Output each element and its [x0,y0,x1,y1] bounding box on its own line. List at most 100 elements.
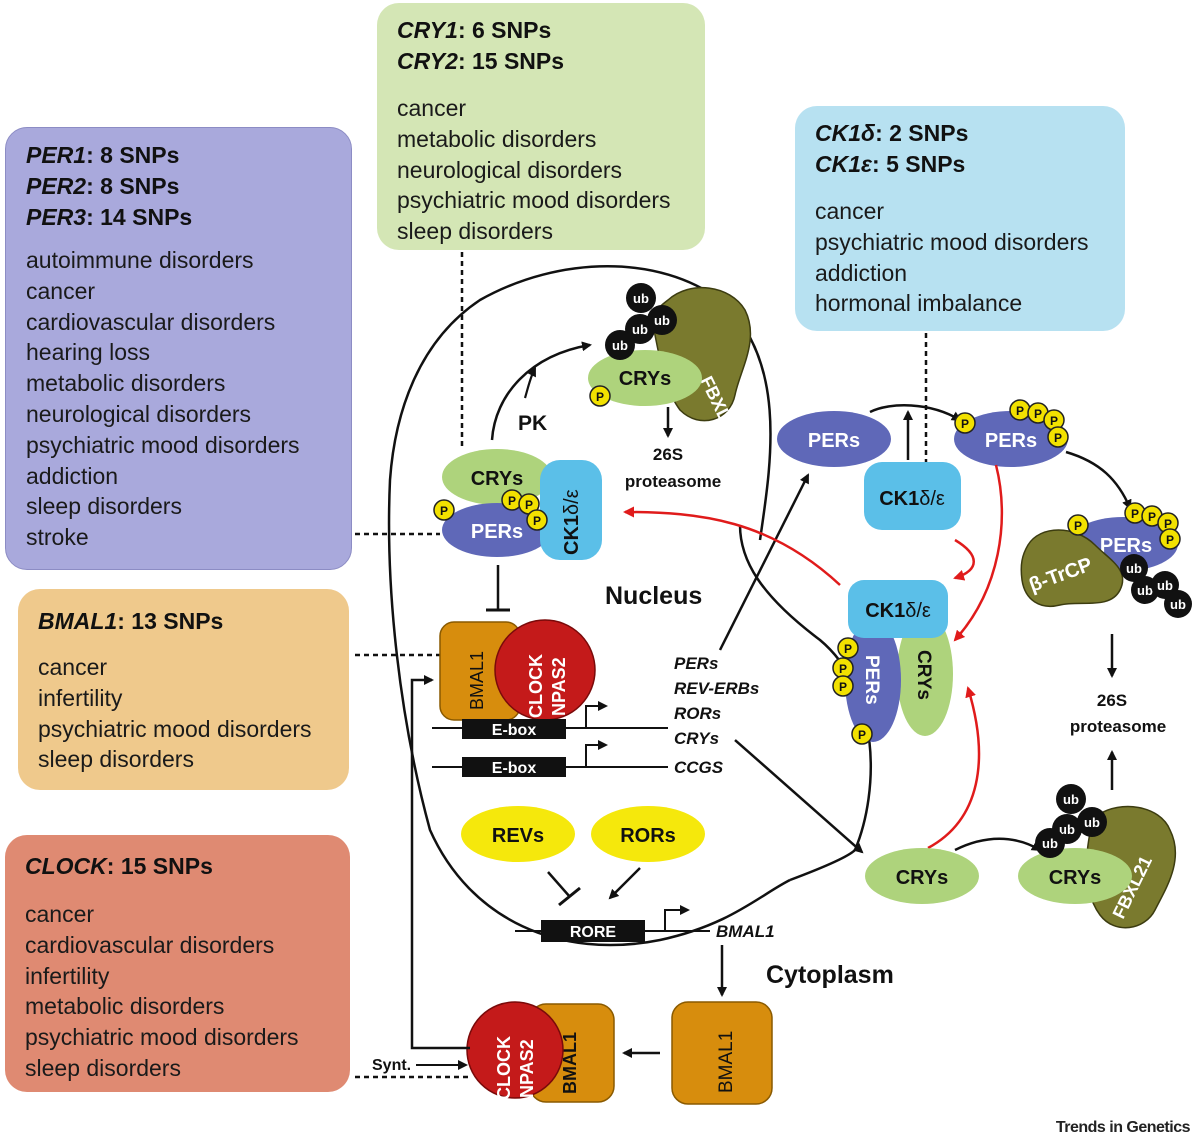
pers-label: PERs [985,430,1037,452]
phospho-label: P [508,494,516,508]
ubiquitin-label: ub [1084,815,1100,830]
target-gene: PERs [674,654,718,673]
disease-item: sleep disorders [25,1054,181,1081]
ck1-genes-box: CK1δ: 2 SNPs CK1ε: 5 SNPs cancer psychia… [795,106,1125,331]
ubiquitin-label: ub [633,291,649,306]
phosphorylation-arrow [869,404,962,422]
phospho-p [589,385,611,407]
ccgs-gene: CCGS [674,758,724,777]
target-genes: PERs REV-ERBs RORs CRYs CCGS [674,654,759,777]
ubiquitin [1164,590,1192,618]
phospho-label: P [961,417,969,431]
phospho-p [1047,426,1069,448]
ck1-protein [540,460,602,560]
phospho-label: P [1050,414,1058,428]
disease-item: addiction [815,259,908,286]
clock-gene-box: CLOCK: 15 SNPs cancer cardiovascular dis… [5,835,350,1092]
ck1-label: CK1δ/ε [879,488,945,510]
ubiquitin-label: ub [1059,822,1075,837]
revs-protein [461,806,575,862]
rore-element [541,920,645,942]
revs-label: REVs [492,825,544,847]
disease-list: cancer cardiovascular disorders infertil… [25,899,350,1084]
ck1-label: CK1δ/ε [561,489,583,555]
ck1-binding-arrow [953,538,975,581]
clock-label: CLOCK [494,1036,514,1100]
disease-item: metabolic disorders [26,370,226,397]
per-genes-box: PER1: 8 SNPs PER2: 8 SNPs PER3: 14 SNPs … [5,127,352,570]
phospho-label: P [1054,431,1062,445]
crys-label: CRYs [896,867,949,889]
disease-item: metabolic disorders [25,993,225,1020]
ck1-protein [848,580,948,638]
transcription-start [585,701,608,728]
red-arrows [623,464,1004,850]
btrcp-recognition-arrow [1065,450,1132,510]
phospho-p [837,637,859,659]
pers-protein [954,411,1068,467]
phospho-label: P [533,514,541,528]
ubiquitin [1035,828,1065,858]
disease-item: sleep disorders [38,746,194,773]
crys-label: CRYs [1049,867,1102,889]
crys-protein [442,449,552,505]
disease-item: psychiatric mood disorders [38,715,312,742]
phospho-cluster: P P P P P [954,399,1069,448]
rors-activation [608,867,641,900]
npas2-label: NPAS2 [517,1039,537,1098]
phospho-label: P [440,504,448,518]
clock-protein [466,1001,564,1099]
snp-line: PER2: 8 SNPs [26,173,180,199]
disease-list: cancer infertility psychiatric mood diso… [38,652,349,775]
rore-label: RORE [570,924,617,941]
disease-item: psychiatric mood disorders [815,228,1089,255]
nuclear-bmal1-clock-complex: BMAL1 CLOCK NPAS2 [439,619,596,721]
bmal1-gene-label: BMAL1 [716,922,775,941]
target-gene: RORs [674,704,721,723]
crys-label: CRYs [619,368,672,390]
synt-label: Synt. [372,1057,411,1074]
snp-line: CRY1: 6 SNPs [397,17,552,43]
disease-list: cancer metabolic disorders neurological … [397,93,705,247]
disease-item: psychiatric mood disorders [26,431,300,458]
phospho-p [832,675,854,697]
phospho-p [433,499,455,521]
btrcp-protein [1020,529,1124,607]
snp-list: CK1δ: 2 SNPs CK1ε: 5 SNPs [815,118,1125,180]
proteasome-label: proteasome [1070,717,1166,736]
disease-item: cardiovascular disorders [25,931,275,958]
crys-label: CRYs [471,468,524,490]
disease-item: stroke [26,524,89,551]
target-gene: REV-ERBs [674,679,759,698]
disease-item: metabolic disorders [397,125,597,152]
snp-line: CK1δ: 2 SNPs [815,120,969,146]
pers-protein [777,411,891,467]
phospho-label: P [839,662,847,676]
disease-item: cancer [38,654,108,680]
proteasome-26s-label: 26S [653,445,683,464]
phospho-p [954,412,976,434]
ubiquitin-label: ub [1063,792,1079,807]
crys-label: CRYs [913,650,934,700]
ebox-element [462,719,566,739]
snp-line: CRY2: 15 SNPs [397,48,565,74]
pk-label: PK [518,412,547,435]
cry-fbxl3-complex: FBXL3 CRYs P ub ub ub ub [588,283,752,433]
ck1-protein [864,462,961,530]
ubiquitin [1120,554,1148,582]
snp-line: CK1ε: 5 SNPs [815,151,966,177]
clock-label: CLOCK [526,654,546,718]
disease-item: cardiovascular disorders [26,308,276,335]
nucleus-membrane-lower [789,849,856,882]
pk-arrow [490,341,592,441]
proteasome-26s-label: 26S [1097,691,1127,710]
ubiquitin-label: ub [1126,561,1142,576]
nuclear-entry-arrow [623,506,841,586]
disease-item: infertility [38,684,123,711]
phospho-p [851,723,873,745]
per-binding-arrow [953,464,1004,642]
phospho-label: P [839,680,847,694]
cry-fbxl21-complex: FBXL21 CRYs ub ub ub ub [1018,784,1177,929]
ebox-label: E-box [492,722,537,739]
fbxl21-recognition-arrow [954,837,1042,852]
